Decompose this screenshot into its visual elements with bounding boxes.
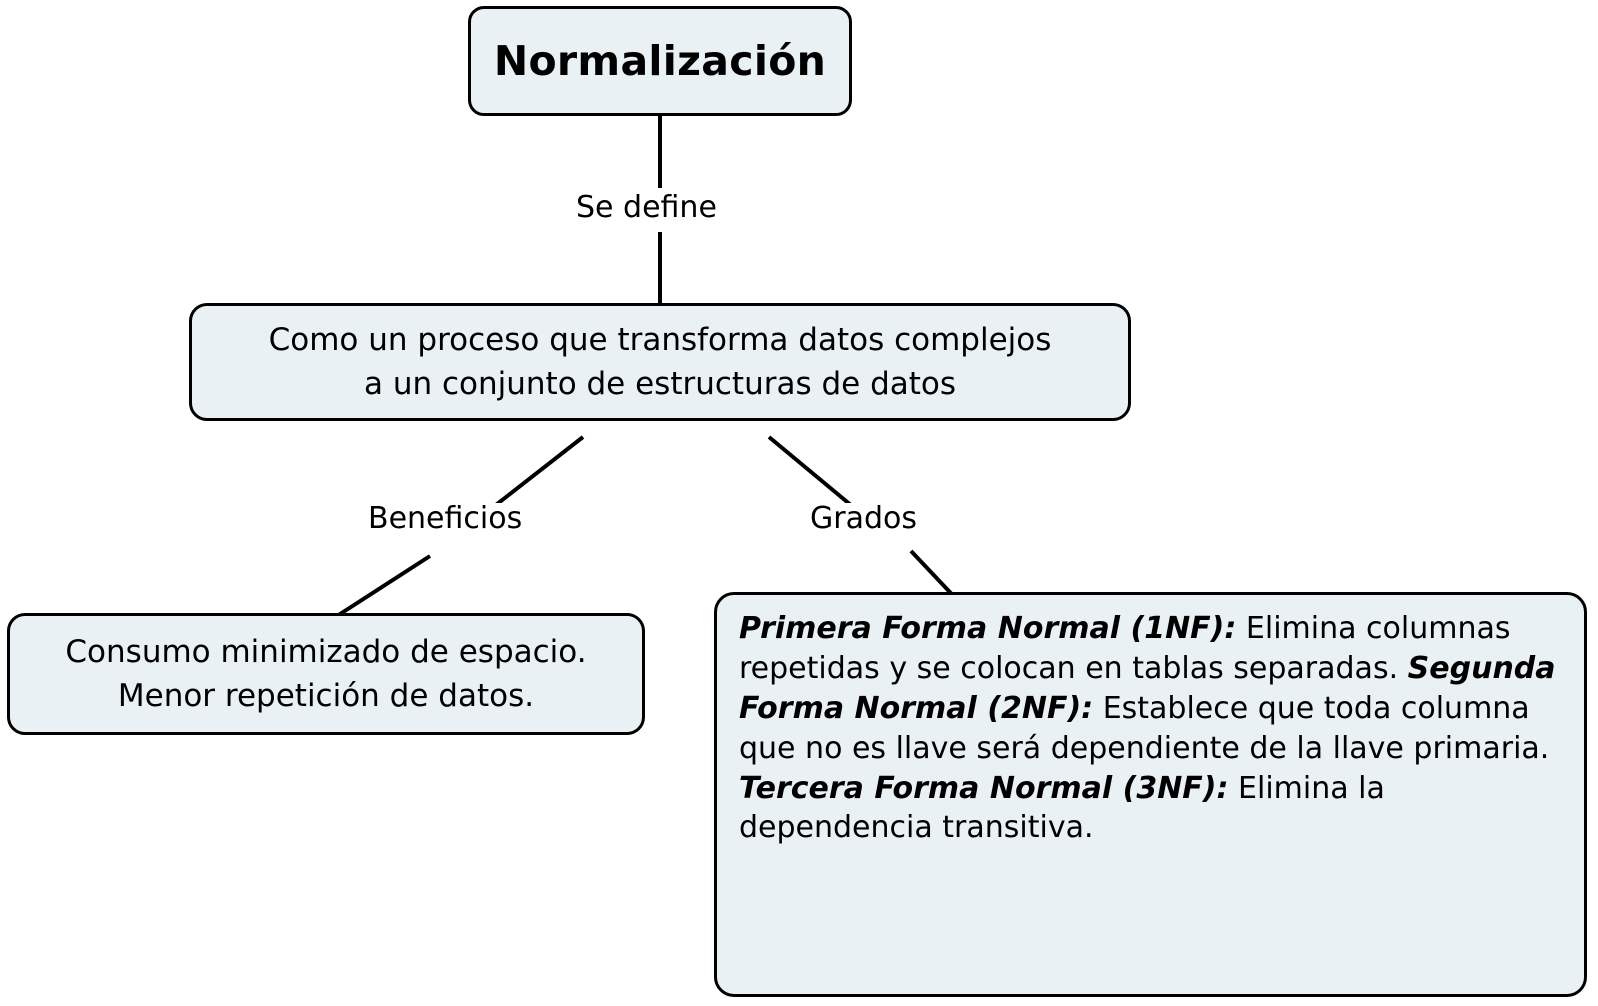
edge-label-se-define: Se define bbox=[572, 192, 721, 224]
normal-form-item: Primera Forma Normal (1NF): Elimina colu… bbox=[739, 611, 1511, 686]
normal-form-term-2nf: Segunda Forma Normal (2NF): bbox=[739, 650, 1556, 726]
edge-benefits-label-to-node bbox=[335, 554, 432, 618]
edge-definition-to-benefits-upper bbox=[490, 435, 585, 510]
normal-form-desc-1nf: Elimina columnas repetidas y se colocan … bbox=[739, 611, 1511, 686]
edge-label-beneficios: Beneficios bbox=[364, 503, 527, 535]
node-normalizacion-label: Normalización bbox=[493, 37, 827, 85]
normal-form-item: Tercera Forma Normal (3NF): Elimina la d… bbox=[739, 771, 1385, 846]
normal-form-term-3nf: Tercera Forma Normal (3NF): bbox=[739, 770, 1229, 806]
node-beneficios[interactable]: Consumo minimizado de espacio. Menor repe… bbox=[7, 613, 645, 735]
node-normalizacion[interactable]: Normalización bbox=[468, 6, 852, 116]
node-definicion-line2: a un conjunto de estructuras de datos bbox=[363, 366, 957, 402]
normal-form-item: Segunda Forma Normal (2NF): Establece qu… bbox=[739, 651, 1556, 766]
normal-form-desc-3nf: Elimina la dependencia transitiva. bbox=[739, 770, 1385, 846]
node-definicion-text: Como un proceso que transforma datos com… bbox=[269, 318, 1052, 406]
edge-label-grados: Grados bbox=[806, 503, 921, 535]
node-definicion-line1: Como un proceso que transforma datos com… bbox=[268, 321, 1052, 358]
edge-definition-to-degrees-upper bbox=[767, 435, 854, 508]
normal-form-term-1nf: Primera Forma Normal (1NF): bbox=[739, 611, 1237, 646]
node-beneficios-text: Consumo minimizado de espacio. Menor repe… bbox=[65, 630, 586, 718]
node-definicion[interactable]: Como un proceso que transforma datos com… bbox=[189, 303, 1131, 421]
normal-form-desc-2nf: Establece que toda columna que no es lla… bbox=[739, 690, 1550, 766]
node-beneficios-line1: Consumo minimizado de espacio. bbox=[65, 633, 587, 670]
node-beneficios-line2: Menor repetición de datos. bbox=[117, 678, 535, 714]
node-grados-list: Primera Forma Normal (1NF): Elimina colu… bbox=[739, 609, 1564, 848]
node-grados[interactable]: Primera Forma Normal (1NF): Elimina colu… bbox=[714, 592, 1587, 997]
